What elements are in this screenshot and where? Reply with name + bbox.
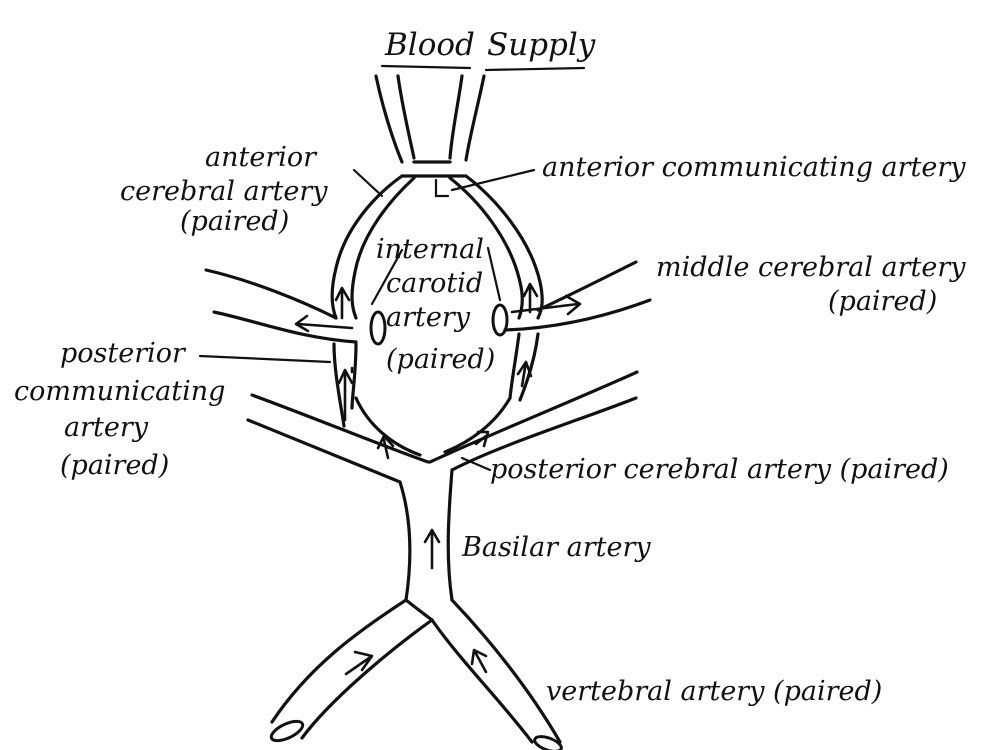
flow-arrow-right-vertebral xyxy=(472,650,486,672)
label-posterior-communicating-line1: posterior xyxy=(60,338,187,369)
vertebral-right-cut-end xyxy=(533,734,563,750)
label-internal-carotid-line3: artery xyxy=(386,302,471,333)
flow-arrow-basilar xyxy=(425,530,439,568)
title-word-supply: Supply xyxy=(487,27,596,63)
label-internal-carotid-line4: (paired) xyxy=(386,344,495,375)
vertebral-join xyxy=(406,600,432,620)
diagram-title: Blood Supply xyxy=(382,27,596,70)
label-anterior-cerebral-line1: anterior xyxy=(205,142,318,173)
label-middle-cerebral-line2: (paired) xyxy=(828,286,937,317)
vertebral-artery-right-vessel xyxy=(432,600,560,742)
label-posterior-communicating-line2: communicating xyxy=(14,376,225,407)
label-internal-carotid-line1: internal xyxy=(376,234,484,265)
label-vertebral: vertebral artery (paired) xyxy=(546,676,882,707)
leader-internal-carotid-right xyxy=(488,248,500,300)
label-middle-cerebral-line1: middle cerebral artery xyxy=(656,252,966,283)
anterior-cerebral-artery-left-vessel xyxy=(376,76,414,162)
label-anterior-cerebral-line3: (paired) xyxy=(180,206,289,237)
internal-carotid-left-stump xyxy=(371,312,385,344)
label-posterior-communicating-line4: (paired) xyxy=(60,450,169,481)
anterior-communicating-artery-vessel xyxy=(402,162,464,176)
label-basilar: Basilar artery xyxy=(461,532,651,563)
title-word-blood: Blood xyxy=(384,27,475,63)
title-underline-2 xyxy=(486,68,584,70)
label-posterior-communicating-line3: artery xyxy=(64,412,149,443)
anterior-cerebral-artery-right-vessel xyxy=(450,76,484,160)
flow-arrow-left-up xyxy=(336,288,349,318)
leader-posterior-communicating xyxy=(200,356,330,362)
label-posterior-cerebral: posterior cerebral artery (paired) xyxy=(490,454,949,485)
title-underline-1 xyxy=(382,66,470,68)
internal-carotid-right-stump xyxy=(493,305,507,335)
basilar-artery-vessel xyxy=(400,470,452,600)
label-anterior-cerebral-line2: cerebral artery xyxy=(120,176,328,207)
flow-arrow-left-mca xyxy=(296,316,352,331)
flow-arrow-right-pcom xyxy=(518,362,531,386)
label-internal-carotid-line2: carotid xyxy=(386,268,483,299)
posterior-cerebral-artery-left-vessel xyxy=(248,395,428,482)
label-anterior-communicating: anterior communicating artery xyxy=(542,152,966,183)
leader-anterior-cerebral xyxy=(354,170,382,196)
flow-arrow-right-up xyxy=(524,284,537,312)
middle-cerebral-artery-right-vessel xyxy=(505,262,650,330)
